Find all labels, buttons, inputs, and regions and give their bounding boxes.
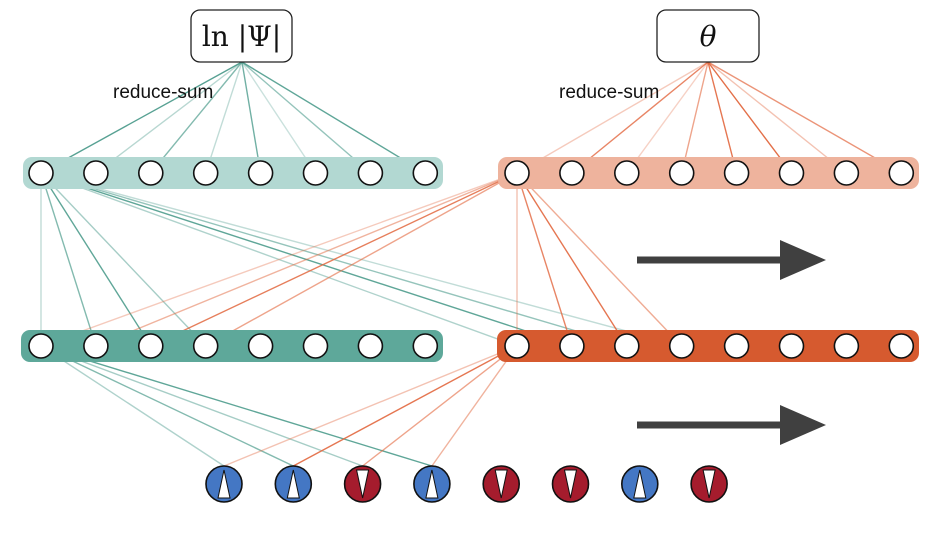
reduce-sum-connection-right [707,61,793,174]
reduce-sum-left-label: reduce-sum [113,82,213,103]
input-connection-right [223,345,518,467]
reduce-sum-connection-left [241,61,317,174]
input-connection-left [40,345,294,467]
hidden-layer-1-right-node [723,333,750,359]
hidden-layer-1-right-node [888,333,915,359]
reduce-sum-connection-left [150,61,243,174]
input-connection-right [431,345,518,467]
hidden-layer-2-left-node [83,160,109,186]
hidden-connection-right [516,172,683,347]
hidden-layer-2-right-node [888,160,915,186]
hidden-layer-2-left-node [357,160,384,186]
reduce-sum-connection-right [626,61,709,174]
input-connection-left [40,345,433,467]
spin-down-icon [551,465,590,503]
reduce-sum-connection-left [95,61,243,174]
output-theta-label: θ [700,20,717,53]
hidden-connection-right [516,172,573,347]
reduce-sum-connection-right [571,61,709,174]
hidden-connection-left [40,172,207,347]
hidden-layer-1-left-node [192,333,219,359]
hidden-connection-left [40,172,152,347]
hidden-layer-2-right-bar [498,157,919,189]
hidden-layer-1-left-node [302,333,329,359]
hidden-layer-2-right-node [613,160,640,186]
hidden-connection-left [40,172,97,347]
hidden-layer-1-left-node [28,333,54,359]
hidden-layer-2-right-node [778,160,805,186]
reduce-sum-connection-right [707,61,738,174]
output-ln-psi-box: ln |Ψ| [190,9,293,63]
hidden-layer-1-right-bar [497,330,919,362]
hidden-layer-2-left-node [192,160,219,186]
hidden-connection-right [150,172,518,347]
spin-down-icon [690,465,728,503]
spin-up-icon [620,465,659,503]
reduce-sum-connection-right [681,61,709,174]
hidden-layer-1-left-bar [21,330,443,362]
input-connection-left [40,345,363,467]
connection-lines [40,61,902,467]
hidden-layer-2-right-node [559,160,585,186]
reduce-sum-connection-left [241,61,426,174]
hidden-connection-left [40,172,518,347]
layer-nodes [28,160,915,359]
hidden-layer-1-right-node [833,333,860,359]
output-theta-box: θ [656,9,760,63]
output-ln-psi-label: ln |Ψ| [202,20,281,53]
spin-up-icon [205,465,243,503]
input-connection-left [40,345,225,467]
spin-up-icon [413,465,451,503]
spin-down-icon [482,465,521,503]
input-connection-right [292,345,518,467]
hidden-connection-right [205,172,518,347]
hidden-layer-2-left-node [28,160,54,186]
reduce-sum-connection-left [40,61,243,174]
hidden-layer-1-right-node [613,333,640,359]
spin-down-icon [343,465,382,503]
reduce-sum-connection-left [241,61,371,174]
hidden-layer-2-right-node [723,160,750,186]
reduce-sum-connection-left [205,61,243,174]
reduce-sum-right-label: reduce-sum [559,82,659,103]
hidden-layer-1-left-node [412,333,439,359]
hidden-layer-1-left-node [83,333,109,359]
hidden-layer-2-right-node [668,160,695,186]
reduce-sum-connection-right [707,61,902,174]
hidden-layer-1-right-node [504,333,530,359]
hidden-layer-2-left-node [302,160,329,186]
arrow-lower [637,405,826,445]
arrow-upper [637,240,826,280]
hidden-layer-1-left-node [247,333,274,359]
hidden-layer-2-right-node [833,160,860,186]
hidden-layer-2-right-node [504,160,530,186]
reduce-sum-connection-left [241,61,262,174]
hidden-connection-right [40,172,518,347]
reduce-sum-connection-right [707,61,847,174]
hidden-layer-2-left-node [247,160,274,186]
hidden-connection-right [516,172,628,347]
input-connection-right [362,345,518,467]
hidden-connection-right [95,172,518,347]
hidden-layer-1-left-node [138,333,164,359]
hidden-layer-2-left-node [412,160,439,186]
reduce-sum-connection-right [516,61,709,174]
hidden-layer-1-right-node [559,333,585,359]
hidden-layer-2-left-bar [23,157,443,189]
hidden-layer-1-right-node [778,333,805,359]
hidden-layer-2-left-node [138,160,164,186]
spin-up-icon [274,465,313,503]
hidden-layer-1-left-node [357,333,384,359]
hidden-layer-1-right-node [668,333,695,359]
input-spins [205,465,728,503]
